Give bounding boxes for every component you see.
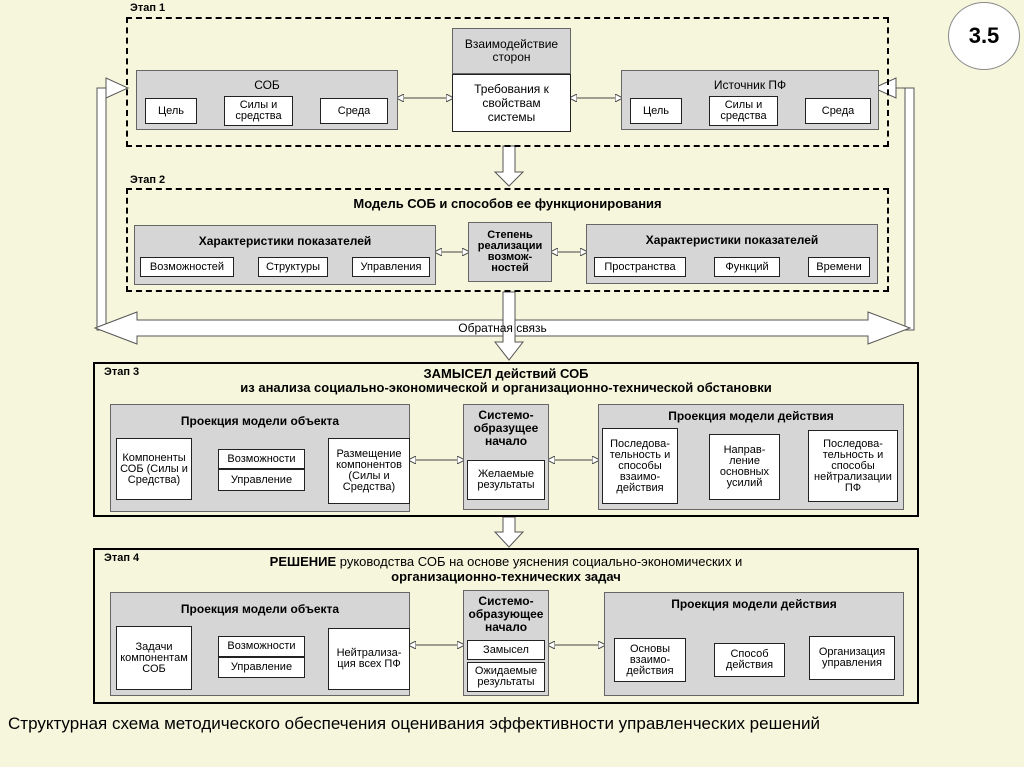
s1-source-title: Источник ПФ xyxy=(713,78,787,92)
s3-right-title: Проекция модели действия xyxy=(668,409,834,423)
s4-tasks: Задачи компонентам СОБ xyxy=(116,626,192,690)
s3-main-effort: Направ-ление основных усилий xyxy=(709,434,780,500)
stage-2-label: Этап 2 xyxy=(130,174,166,186)
s1-requirements-box: Требования к свойствам системы xyxy=(452,74,571,132)
s3-desired-results: Желаемые результаты xyxy=(467,460,545,500)
s4-expected-results: Ожидаемые результаты xyxy=(467,662,545,692)
stage-4-title-2: организационно-технических задач xyxy=(391,569,621,584)
s2-functions: Функций xyxy=(714,257,780,277)
s1-sob-goal: Цель xyxy=(145,98,197,124)
s3-center-title: Системо-образущее начало xyxy=(473,408,539,448)
s1-sob-env: Среда xyxy=(320,98,388,124)
s1-source-goal: Цель xyxy=(630,98,682,124)
down-arrow-3-4 xyxy=(493,516,525,548)
stage-4-label: Этап 4 xyxy=(104,552,140,564)
s2-center-text: Степень реализации возмож-ностей xyxy=(477,229,543,274)
s1-source-forces: Силы и средства xyxy=(709,96,778,126)
s1-source-env: Среда xyxy=(805,98,871,124)
s4-management-org: Организация управления xyxy=(809,636,895,680)
s2-space: Пространства xyxy=(594,257,686,277)
diagram-caption: Структурная схема методического обеспече… xyxy=(8,714,821,733)
s3-management: Управление xyxy=(218,469,305,491)
s2-structure: Структуры xyxy=(258,257,328,277)
stage-4-title-rest: руководства СОБ на основе уяснения социа… xyxy=(336,554,743,569)
s2-time: Времени xyxy=(808,257,870,277)
s2-left-title: Характеристики показателей xyxy=(198,234,372,248)
s4-center-title: Системо-образующее начало xyxy=(468,594,544,634)
s4-action-method: Способ действия xyxy=(714,643,785,677)
s1-sob-forces: Силы и средства xyxy=(224,96,293,126)
slide-number-badge: 3.5 xyxy=(948,2,1020,70)
stage-4-title-1: РЕШЕНИЕ руководства СОБ на основе уяснен… xyxy=(93,555,919,569)
stage-2-frame xyxy=(126,188,889,292)
s3-components: Компоненты СОБ (Силы и Средства) xyxy=(116,438,192,500)
s1-interaction-text: Взаимодействие сторон xyxy=(464,37,559,64)
feedback-label: Обратная связь xyxy=(458,321,547,335)
s2-capabilities: Возможностей xyxy=(140,257,234,277)
s2-management: Управления xyxy=(352,257,430,277)
s4-plan: Замысел xyxy=(467,640,545,660)
s4-left-title: Проекция модели объекта xyxy=(180,602,340,616)
s4-capabilities: Возможности xyxy=(218,636,305,657)
stage-3-frame xyxy=(93,362,919,517)
stage-2-title: Модель СОБ и способов ее функционировани… xyxy=(353,196,662,211)
s2-center-box: Степень реализации возмож-ностей xyxy=(468,222,552,282)
stage-3-label: Этап 3 xyxy=(104,366,140,378)
s4-right-title: Проекция модели действия xyxy=(671,597,837,611)
s4-neutralization: Нейтрализа-ция всех ПФ xyxy=(328,628,410,690)
stage-3-title-2: из анализа социально-экономической и орг… xyxy=(240,380,772,395)
stage-1-frame xyxy=(126,17,889,147)
badge-text: 3.5 xyxy=(968,23,1000,48)
s3-capabilities: Возможности xyxy=(218,449,305,469)
s1-sob-title: СОБ xyxy=(254,78,280,92)
s4-management: Управление xyxy=(218,657,305,678)
stage-4-title-bold: РЕШЕНИЕ xyxy=(269,554,337,569)
feedback-right-column xyxy=(872,77,915,331)
stage-3-title-1: ЗАМЫСЕЛ действий СОБ xyxy=(423,366,589,381)
s3-interaction-sequence: Последова-тельность и способы взаимо-дей… xyxy=(602,428,678,504)
down-arrow-1-2 xyxy=(493,145,525,187)
s3-placement: Размещение компонентов (Силы и Средства) xyxy=(328,438,410,504)
s3-neutralization-sequence: Последова-тельность и способы нейтрализа… xyxy=(808,430,898,502)
s2-right-title: Характеристики показателей xyxy=(645,233,819,247)
s1-interaction-box: Взаимодействие сторон xyxy=(452,28,571,74)
stage-1-label: Этап 1 xyxy=(130,2,166,14)
down-arrow-2-3 xyxy=(493,291,525,361)
s3-left-title: Проекция модели объекта xyxy=(180,414,340,428)
s4-interaction-basics: Основы взаимо-действия xyxy=(614,638,686,682)
feedback-left-column xyxy=(96,77,130,331)
stage-4-frame xyxy=(93,548,919,704)
